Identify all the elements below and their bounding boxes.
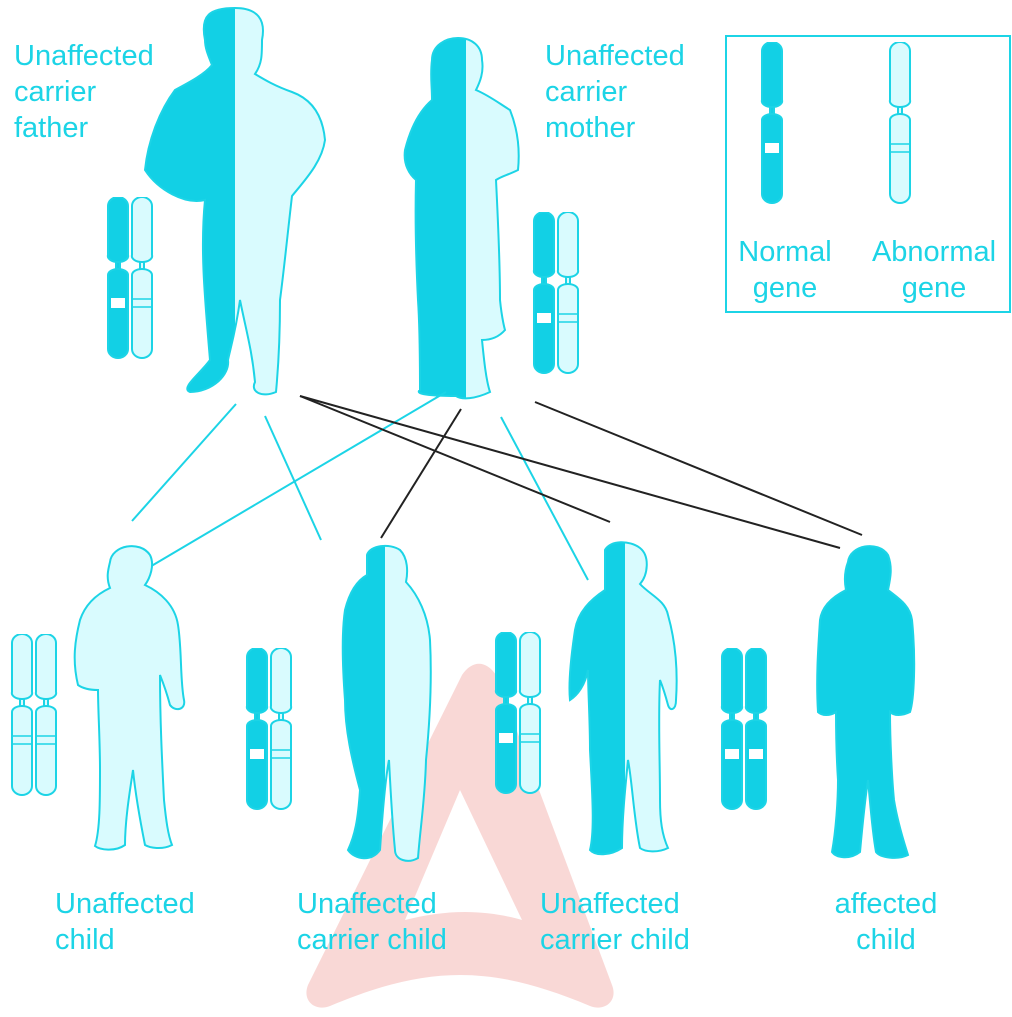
- mother-chromosome-pair: [532, 212, 580, 374]
- watermark-logo: [306, 663, 614, 1008]
- legend-box: [725, 35, 1011, 313]
- father-label-line1: Unaffected: [14, 40, 154, 72]
- father-silhouette: [143, 6, 327, 396]
- child-2-label: Unaffected carrier child: [297, 886, 447, 958]
- father-label: Unaffected carrier father: [14, 38, 154, 146]
- father-label-line3: father: [14, 112, 89, 144]
- legend-abnormal-label: Abnormal gene: [864, 234, 1004, 306]
- abnormal-allele-lines: [131, 391, 589, 581]
- child-1-label-line2: child: [55, 924, 115, 956]
- legend-normal-line2: gene: [752, 272, 818, 304]
- child-3-label-line2: carrier child: [540, 924, 690, 956]
- normal-allele-lines: [299, 395, 863, 549]
- child-3-silhouette: [568, 541, 678, 856]
- legend-abnormal-line1: Abnormal: [871, 236, 997, 268]
- child-1-chromosome-pair: [10, 634, 58, 796]
- mother-label: Unaffected carrier mother: [545, 38, 685, 146]
- child-4-chromosome-pair: [720, 648, 768, 810]
- child-3-label: Unaffected carrier child: [540, 886, 690, 958]
- child-2-label-line2: carrier child: [297, 924, 447, 956]
- child-1-silhouette: [73, 545, 186, 851]
- child-4-label: affected child: [806, 886, 966, 958]
- father-chromosome-pair: [106, 197, 154, 359]
- child-2-chromosome-pair: [245, 648, 293, 810]
- mother-label-line3: mother: [545, 112, 636, 144]
- child-4-silhouette: [816, 545, 916, 859]
- child-4-label-line1: affected: [834, 888, 938, 920]
- mother-silhouette: [403, 36, 520, 400]
- child-3-label-line1: Unaffected: [540, 888, 680, 920]
- father-label-line2: carrier: [14, 76, 97, 108]
- child-4-label-line2: child: [856, 924, 916, 956]
- child-1-label: Unaffected child: [55, 886, 195, 958]
- mother-label-line1: Unaffected: [545, 40, 685, 72]
- legend-normal-line1: Normal: [738, 236, 832, 268]
- child-1-label-line1: Unaffected: [55, 888, 195, 920]
- legend-normal-label: Normal gene: [736, 234, 834, 306]
- legend-abnormal-line2: gene: [901, 272, 967, 304]
- child-2-label-line1: Unaffected: [297, 888, 437, 920]
- mother-label-line2: carrier: [545, 76, 628, 108]
